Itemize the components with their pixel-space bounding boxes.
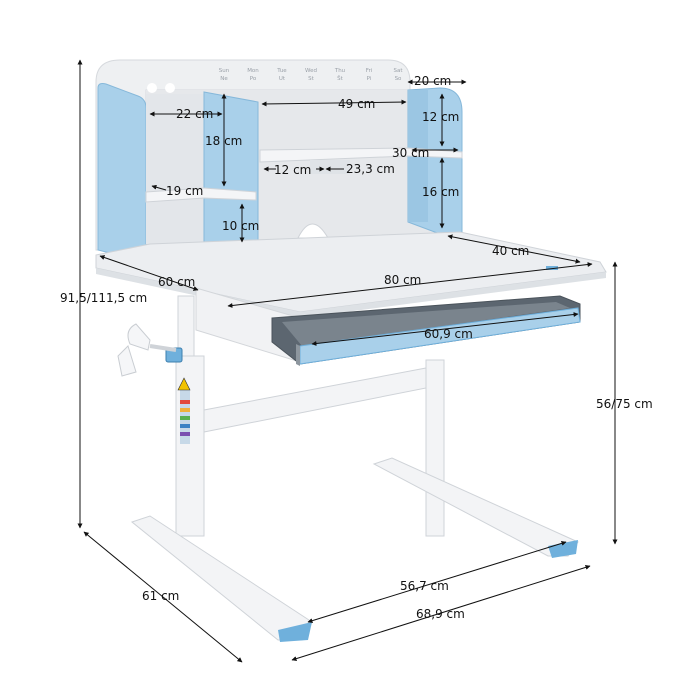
calendar-day-3: Wed: [305, 68, 317, 74]
calendar-sub-4: Št: [337, 75, 343, 82]
cross-bar: [203, 367, 427, 433]
label-left-upper-depth: 22 cm: [176, 107, 213, 121]
label-middle-shelf: 23,3 cm: [346, 162, 395, 176]
label-desk-depth: 60 cm: [158, 275, 195, 289]
calendar-day-0: Sun: [219, 68, 230, 74]
calendar-day-2: Tue: [276, 68, 287, 74]
dimension-labels: 91,5/111,5 cm 56/75 cm 49 cm 20 cm 22 cm…: [60, 74, 653, 621]
shelf-support: [310, 160, 350, 174]
label-left-upper-height: 18 cm: [205, 134, 242, 148]
label-desk-width: 80 cm: [384, 273, 421, 287]
label-right-upper-height: 12 cm: [422, 110, 459, 124]
crank-handle-icon: [117, 323, 177, 377]
calendar-sub-6: So: [395, 76, 402, 82]
label-base-depth: 61 cm: [142, 589, 179, 603]
height-scale-bars: [180, 400, 190, 436]
label-shelf-depth: 40 cm: [492, 244, 529, 258]
calendar-sub-1: Po: [250, 76, 257, 82]
left-blue-side-panel: [97, 83, 147, 263]
calendar-day-1: Mon: [247, 68, 259, 74]
left-column-lower: [175, 355, 205, 537]
dimension-lines: [77, 59, 618, 663]
label-side-shelf-width: 20 cm: [414, 74, 451, 88]
calendar-sub-2: Ut: [279, 76, 286, 82]
label-total-height: 91,5/111,5 cm: [60, 291, 147, 305]
drawer-front-edge: [296, 344, 300, 366]
label-hutch-width: 49 cm: [338, 97, 375, 111]
left-column-upper: [177, 295, 195, 357]
calendar-sub-0: Ne: [220, 76, 228, 82]
calendar-day-4: Thu: [334, 68, 345, 74]
calendar-sub-5: Pi: [367, 76, 372, 82]
calendar-day-5: Fri: [366, 68, 373, 74]
left-shelf: [145, 187, 257, 203]
label-outer-base-width: 68,9 cm: [416, 607, 465, 621]
label-desk-height: 56/75 cm: [596, 397, 653, 411]
calendar-sub-3: St: [308, 76, 314, 82]
left-foot: [130, 515, 313, 641]
right-foot: [372, 457, 579, 557]
label-drawer-width: 60,9 cm: [424, 327, 473, 341]
label-small-shelf: 12 cm: [274, 163, 311, 177]
left-compartment-back: [146, 94, 206, 244]
calendar-day-6: Sat: [393, 68, 403, 74]
label-left-shelf-width: 19 cm: [166, 184, 203, 198]
label-left-lower-height: 10 cm: [222, 219, 259, 233]
label-inner-base-width: 56,7 cm: [400, 579, 449, 593]
label-right-lower-height: 16 cm: [422, 185, 459, 199]
warning-triangle-icon: [177, 377, 191, 391]
right-column: [425, 359, 445, 537]
label-shelf-width: 30 cm: [392, 146, 429, 160]
